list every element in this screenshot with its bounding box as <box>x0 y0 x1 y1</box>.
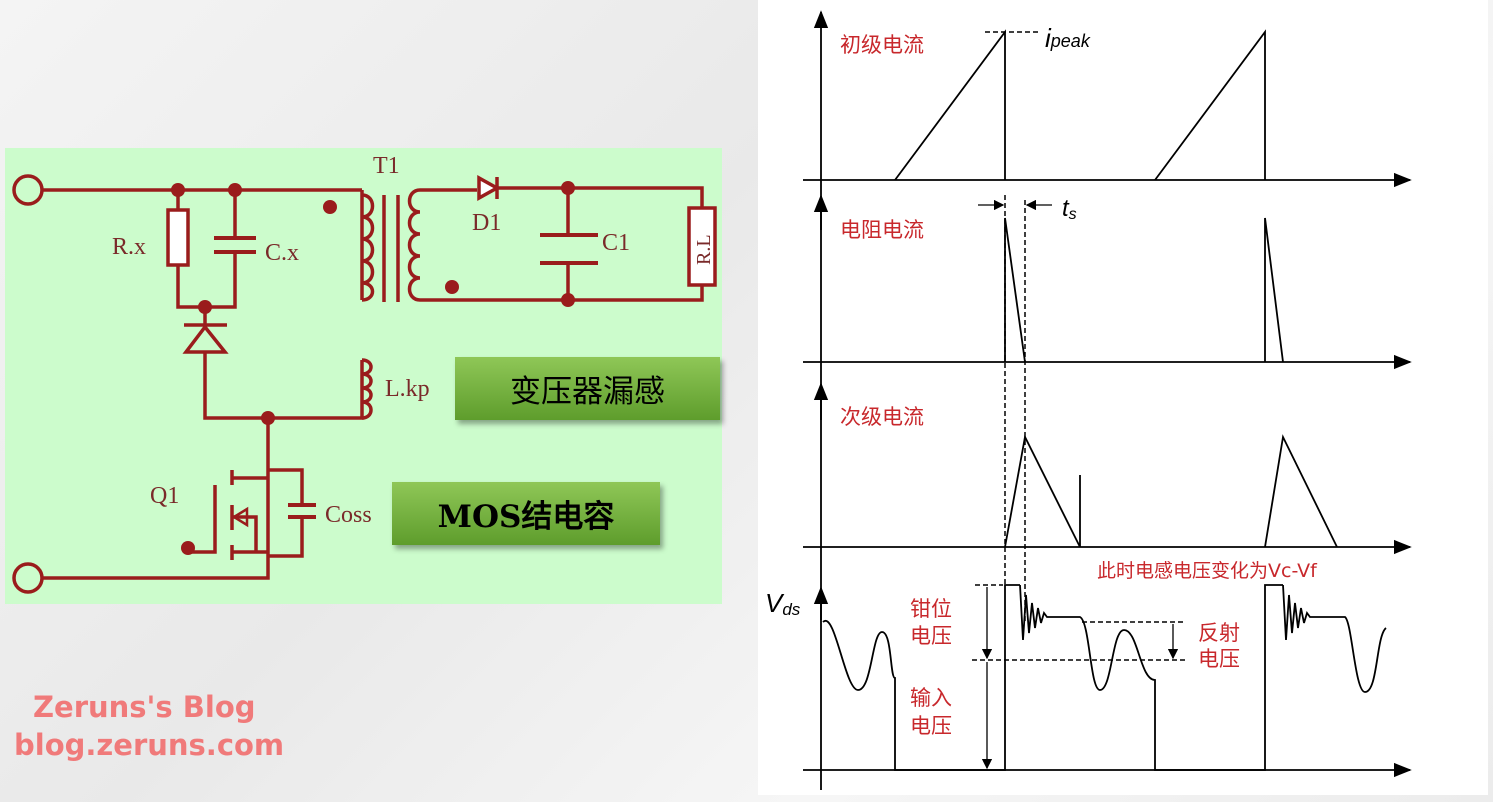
label-clamp-voltage-1: 钳位 <box>910 597 952 621</box>
primary-winding <box>361 193 375 302</box>
label-reflected-voltage-1: 反射 <box>1198 621 1240 645</box>
label-ts: ts <box>1062 195 1077 223</box>
waveform-chart: 初级电流 电阻电流 次级电流 此时电感电压变化为Vc-Vf 钳位 电压 输入 电… <box>765 10 1412 790</box>
resistor-rx <box>166 208 190 267</box>
callout-leakage-inductance: 变压器漏感 <box>455 357 720 420</box>
label-resistor-current: 电阻电流 <box>840 218 924 242</box>
wire <box>42 188 364 580</box>
dashed-guides <box>972 31 1185 661</box>
label-secondary-current: 次级电流 <box>840 405 924 429</box>
input-terminal-bottom <box>12 562 44 594</box>
transformer-core <box>382 195 400 302</box>
label-ipeak: ipeak <box>1045 23 1091 53</box>
capacitor-cx <box>214 236 256 254</box>
clamp-diode <box>182 323 229 354</box>
label-t1: T1 <box>373 153 400 179</box>
secondary-winding <box>407 186 704 302</box>
label-cx: C.x <box>265 240 299 266</box>
label-q1: Q1 <box>150 483 179 509</box>
leakage-inductor <box>361 358 373 420</box>
label-input-voltage-2: 电压 <box>910 714 952 738</box>
resistor-current-trace <box>1004 217 1284 363</box>
label-c1: C1 <box>602 230 630 256</box>
label-reflected-voltage-2: 电压 <box>1198 647 1240 671</box>
callout-mos-capacitance: MOS结电容 <box>392 482 660 545</box>
label-primary-current: 初级电流 <box>840 33 924 57</box>
watermark-blog-url: blog.zeruns.com <box>14 728 285 762</box>
mosfet-body-arrow <box>231 506 249 528</box>
resistor-rl <box>687 206 717 287</box>
watermark-blog-name: Zeruns's Blog <box>33 690 256 724</box>
label-lkp: L.kp <box>385 376 430 402</box>
junction-dots <box>171 181 575 555</box>
label-rl: R.L <box>693 234 715 265</box>
label-input-voltage-1: 输入 <box>910 686 952 710</box>
waveform-panel <box>758 0 1488 795</box>
diode-d1 <box>477 175 501 201</box>
vds-trace <box>822 584 1387 771</box>
callout-mos-text: MOS结电容 <box>437 499 615 535</box>
label-clamp-voltage-2: 电压 <box>910 624 952 648</box>
primary-current-trace <box>894 29 1266 181</box>
callout-leakage-text: 变压器漏感 <box>510 374 665 410</box>
note-inductor-voltage: 此时电感电压变化为Vc-Vf <box>1097 560 1318 582</box>
label-rx: R.x <box>112 234 146 260</box>
label-vds: Vds <box>765 588 801 619</box>
capacitor-coss <box>288 503 316 519</box>
label-d1: D1 <box>472 210 501 236</box>
secondary-current-trace <box>1004 434 1338 548</box>
mosfet-q1 <box>190 470 268 560</box>
flyback-circuit: T1 D1 C1 R.L R.x C.x L.kp Q1 Coss <box>12 153 717 594</box>
input-terminal-top <box>12 174 44 206</box>
label-coss: Coss <box>325 502 372 528</box>
capacitor-c1 <box>540 233 598 265</box>
